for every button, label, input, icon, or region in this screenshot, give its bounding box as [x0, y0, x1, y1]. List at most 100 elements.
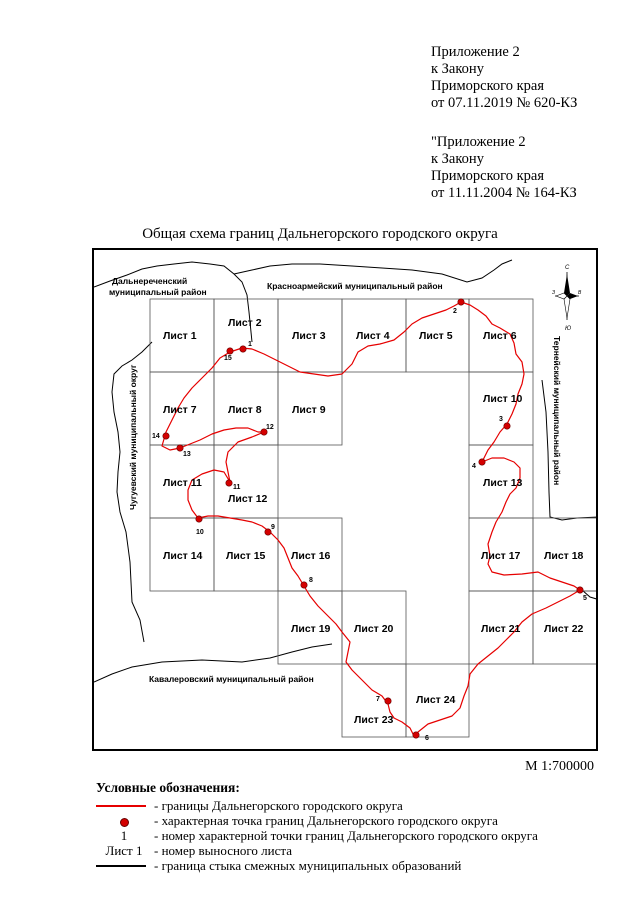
- sheet-label: Лист 1: [163, 330, 197, 342]
- point-label: 13: [183, 451, 191, 458]
- municipal-border-northeast: [233, 259, 513, 283]
- municipal-border-west: [111, 341, 153, 643]
- header-line: от 07.11.2019 № 620-КЗ: [431, 95, 578, 111]
- boundary-point: [576, 586, 584, 594]
- point-label: 12: [266, 424, 274, 431]
- boundary-point: [162, 432, 170, 440]
- legend-text: - граница стыка смежных муниципальных об…: [154, 858, 462, 873]
- boundary-point: [226, 347, 234, 355]
- region-label: муниципальный район: [109, 287, 207, 297]
- compass-rose: С Ю З В: [552, 265, 582, 332]
- region-label: Красноармейский муниципальный район: [267, 281, 443, 291]
- municipal-border-east-south: [581, 589, 596, 600]
- boundary-point: [176, 444, 184, 452]
- header-line: Приморского края: [431, 78, 545, 94]
- legend-text: - характерная точка границ Дальнегорског…: [154, 813, 498, 828]
- map-frame: 1 2 3 4 5 6 7 8 9 10 11 12 13 14 15 Лист…: [92, 248, 598, 751]
- legend-text: - границы Дальнегорского городского окру…: [154, 798, 403, 813]
- sheet-label: Лист 9: [292, 404, 326, 416]
- region-label: Кавалеровский муниципальный район: [149, 674, 314, 684]
- sheet-label: Лист 5: [419, 330, 453, 342]
- point-label: 6: [425, 735, 429, 742]
- legend-text: - номер характерной точки границ Дальнег…: [154, 828, 538, 843]
- header-line: Приложение 2: [431, 44, 520, 60]
- point-label: 9: [271, 524, 275, 531]
- sheet-label: Лист 22: [544, 623, 584, 635]
- point-label: 10: [196, 529, 204, 536]
- boundary-point: [503, 422, 511, 430]
- boundary-point: [412, 731, 420, 739]
- boundary-point: [195, 515, 203, 523]
- point-label: 14: [152, 433, 160, 440]
- municipal-border-east: [541, 379, 596, 521]
- point-label: 7: [376, 696, 380, 703]
- compass-w: З: [552, 290, 555, 296]
- sheet-label: Лист 14: [163, 550, 203, 562]
- boundary-point: [478, 458, 486, 466]
- black-line-symbol: [96, 865, 146, 867]
- document-header: Приложение 2 к Закону Приморского края о…: [431, 44, 636, 202]
- sheet-label: Лист 18: [544, 550, 584, 562]
- legend-row: Лист 1 - номер выносного листа: [96, 843, 293, 858]
- sheet-label: Лист 6: [483, 330, 517, 342]
- district-boundary: [161, 301, 581, 737]
- compass-n: С: [565, 265, 570, 271]
- municipal-border-north: [94, 261, 253, 343]
- sheet-label: Лист 16: [291, 550, 331, 562]
- header-line: к Закону: [431, 151, 484, 167]
- region-label: Тернейский муниципальный район: [552, 336, 562, 485]
- sheet-label: Лист 3: [292, 330, 326, 342]
- region-label: Чугуевский муниципальный округ: [128, 364, 138, 510]
- point-label: 3: [499, 416, 503, 423]
- sheet-label: Лист 2: [228, 317, 262, 329]
- map-svg: 1 2 3 4 5 6 7 8 9 10 11 12 13 14 15 Лист…: [94, 259, 596, 742]
- sheet-label: Лист 17: [481, 550, 521, 562]
- legend-row: - характерная точка границ Дальнегорског…: [96, 813, 498, 828]
- legend-row: - границы Дальнегорского городского окру…: [96, 798, 403, 813]
- sheet-label: Лист 19: [291, 623, 331, 635]
- sheet-label: Лист 24: [416, 694, 456, 706]
- boundary-point: [384, 697, 392, 705]
- boundary-point: [457, 298, 465, 306]
- sheet-label: Лист 21: [481, 623, 521, 635]
- sheet-label: Лист 10: [483, 393, 523, 405]
- legend-text: - номер выносного листа: [154, 843, 292, 858]
- sheet-label: Лист 15: [226, 550, 266, 562]
- header-line: к Закону: [431, 61, 484, 77]
- compass-s: Ю: [565, 326, 571, 332]
- point-label: 11: [233, 484, 241, 491]
- red-dot-symbol: [119, 817, 129, 827]
- sheet-label: Лист 20: [354, 623, 394, 635]
- point-label: 15: [224, 355, 232, 362]
- boundary-point: [300, 581, 308, 589]
- sheet-label: Лист 12: [228, 493, 268, 505]
- map-scale: М 1:700000: [525, 759, 594, 774]
- sheet-label: Лист 13: [483, 477, 523, 489]
- points-layer: [162, 298, 584, 739]
- sheet-label: Лист 8: [228, 404, 262, 416]
- point-label: 2: [453, 308, 457, 315]
- point-label: 8: [309, 577, 313, 584]
- compass-e: В: [578, 290, 582, 296]
- boundary-point: [225, 479, 233, 487]
- boundary-point: [260, 428, 268, 436]
- legend: Условные обозначения: - границы Дальнего…: [96, 780, 538, 873]
- point-label: 5: [583, 595, 587, 602]
- point-label: 1: [248, 341, 252, 348]
- header-line: Приморского края: [431, 168, 545, 184]
- legend-row: - граница стыка смежных муниципальных об…: [96, 858, 461, 873]
- red-line-symbol: [96, 805, 146, 807]
- sheet-label: Лист 4: [356, 330, 390, 342]
- legend-row: 1 - номер характерной точки границ Дальн…: [96, 828, 538, 843]
- boundary-point: [264, 528, 272, 536]
- municipal-border-southwest: [94, 643, 333, 683]
- boundary-point: [239, 345, 247, 353]
- map-title: Общая схема границ Дальнегорского городс…: [142, 226, 498, 242]
- header-line: "Приложение 2: [431, 134, 526, 150]
- point-label: 4: [472, 463, 476, 470]
- sheet-label: Лист 7: [163, 404, 197, 416]
- sheet-label: Лист 11: [163, 477, 202, 489]
- legend-title: Условные обозначения:: [96, 780, 240, 795]
- header-line: от 11.11.2004 № 164-КЗ: [431, 185, 577, 201]
- legend-symbol: Лист 1: [105, 843, 143, 858]
